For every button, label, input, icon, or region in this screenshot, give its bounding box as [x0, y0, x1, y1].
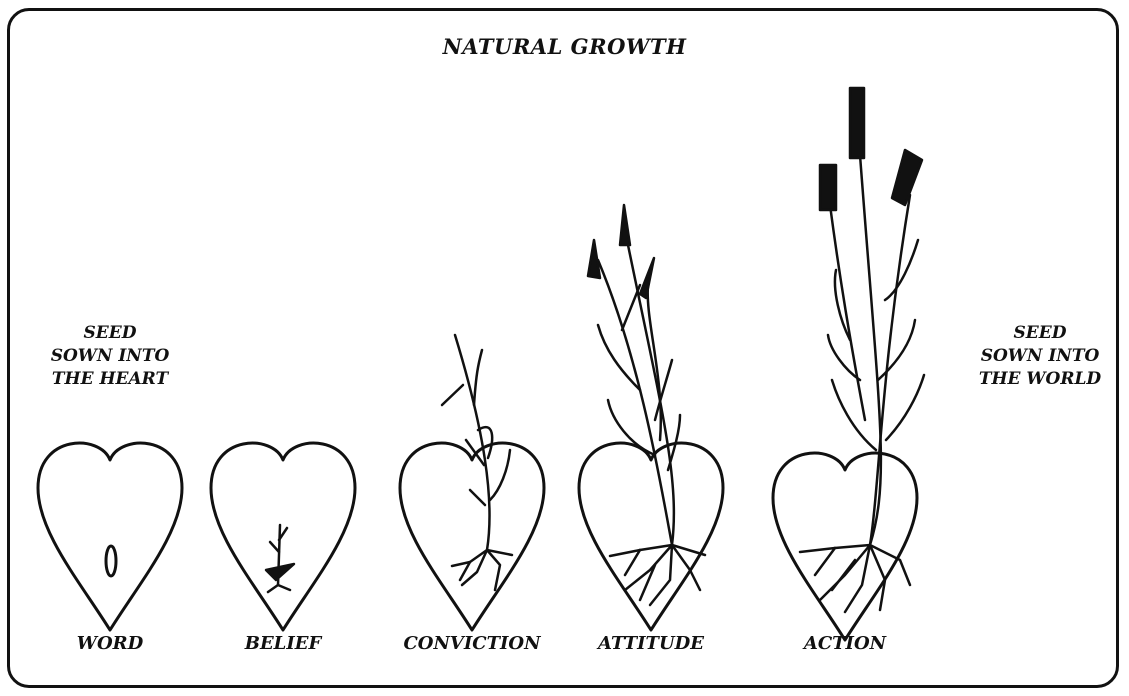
- stage-label-word: WORD: [45, 633, 175, 654]
- seed-icon: [106, 546, 116, 576]
- heart-attitude: [579, 205, 723, 630]
- stage-label-attitude: ATTITUDE: [571, 633, 731, 654]
- young-plant-icon: [442, 335, 512, 590]
- sprout-icon: [266, 525, 294, 592]
- heart-action: [773, 88, 924, 640]
- heart-conviction: [400, 335, 544, 630]
- heart-belief: [211, 443, 355, 630]
- mature-plant-icon: [800, 88, 924, 612]
- stage-label-action: ACTION: [770, 633, 920, 654]
- stage-label-belief: BELIEF: [218, 633, 348, 654]
- budding-plant-icon: [588, 205, 705, 605]
- stage-label-conviction: CONVICTION: [382, 633, 562, 654]
- heart-word: [38, 443, 182, 630]
